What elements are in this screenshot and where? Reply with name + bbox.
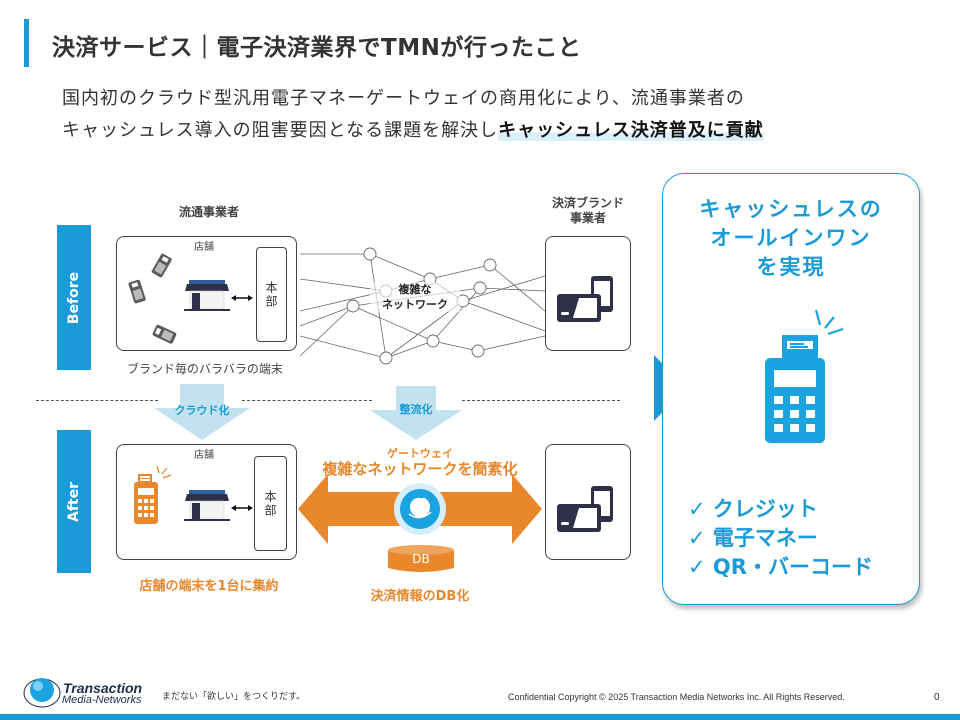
- lead-text-line1: 国内初のクラウド型汎用電子マネーゲートウェイの商用化により、流通事業者の: [62, 88, 745, 109]
- gateway-subtitle: 複雑なネットワークを簡素化: [322, 460, 518, 478]
- database-icon: [388, 545, 454, 572]
- bidirectional-arrow-icon: [231, 505, 253, 511]
- after-hq-box: 本部: [254, 456, 287, 551]
- card-and-phone-icon: [557, 486, 613, 532]
- after-store-label: 店舗: [194, 450, 214, 461]
- brand-label: 決済ブランド 事業者: [540, 196, 636, 226]
- feature-item-emoney: ✓ 電子マネー: [688, 526, 818, 550]
- after-shop-icon: [184, 490, 253, 521]
- title-accent-bar: [24, 19, 29, 67]
- card-title-line3: を実現: [756, 255, 826, 279]
- network-label: 複雑な ネットワーク: [370, 282, 460, 312]
- card-title-line1: キャッシュレスの: [699, 197, 883, 221]
- before-hq-label: 本部: [264, 280, 278, 309]
- database-label: DB: [412, 552, 430, 566]
- page-title: 決済サービス｜電子決済業界でTMNが行ったこと: [52, 35, 582, 61]
- lead-text-line2: キャッシュレス導入の阻害要因となる課題を解決しキャッシュレス決済普及に貢献: [62, 116, 764, 142]
- before-tag-label: Before: [66, 271, 82, 324]
- before-hq-box: 本部: [256, 247, 287, 342]
- check-icon: ✓: [688, 497, 706, 521]
- network-node: [471, 344, 485, 358]
- network-node: [379, 351, 393, 365]
- bidirectional-arrow-icon: [231, 295, 253, 301]
- before-caption: ブランド毎のバラバラの端末: [127, 362, 283, 376]
- feature-item-qr: ✓ QR・バーコード: [688, 555, 873, 579]
- cloud-arrow-label: クラウド化: [174, 404, 230, 417]
- logo-text-line2: Media-Networks: [62, 694, 142, 706]
- logo-text-line1: Transaction: [63, 680, 143, 696]
- db-caption: 決済情報のDB化: [370, 589, 470, 604]
- network-label-line1: 複雑な: [398, 283, 432, 296]
- page-number: 0: [934, 692, 940, 703]
- brand-label-line1: 決済ブランド: [551, 196, 624, 210]
- divider-line: [462, 400, 620, 401]
- cloud-arrow: [154, 384, 250, 440]
- divider-line: [36, 400, 158, 401]
- gateway-title: ゲートウェイ: [387, 447, 453, 460]
- streamline-arrow-label: 整流化: [399, 403, 433, 416]
- before-store-label: 店舗: [194, 242, 214, 253]
- company-tagline: まだない「欲しい」をつくりだす。: [162, 692, 306, 702]
- scattered-terminals-icon: [128, 253, 177, 344]
- terminal-icon-2: [128, 279, 146, 304]
- streamline-arrow: [370, 386, 462, 440]
- copyright-text: Confidential Copyright © 2025 Transactio…: [508, 692, 845, 702]
- divider-line: [242, 400, 372, 401]
- feature-item-credit: ✓ クレジット: [688, 497, 818, 521]
- terminal-icon-1: [151, 253, 172, 278]
- network-node: [363, 247, 377, 261]
- before-shop-icon: [184, 280, 253, 311]
- network-node: [483, 258, 497, 272]
- card-and-phone-icon: [557, 276, 613, 322]
- blue-terminal-icon: [765, 309, 844, 443]
- network-node: [473, 281, 487, 295]
- footer-accent-bar: [0, 714, 960, 720]
- card-title-line2: オールインワン: [710, 226, 872, 250]
- lead-text-prefix: キャッシュレス導入の阻害要因となる課題を解決し: [62, 120, 499, 141]
- after-tag-label: After: [66, 481, 82, 522]
- retailer-label: 流通事業者: [178, 205, 239, 219]
- network-node: [426, 334, 440, 348]
- terminal-icon-3: [152, 324, 177, 344]
- result-card-title: キャッシュレスの オールインワン を実現: [662, 195, 920, 282]
- after-tag: After: [57, 430, 91, 573]
- after-caption: 店舗の端末を1台に集約: [139, 579, 279, 594]
- company-logo-icon: [23, 678, 61, 708]
- orange-terminal-icon: [134, 465, 172, 524]
- brand-label-line2: 事業者: [569, 211, 606, 225]
- network-label-line2: ネットワーク: [382, 298, 448, 311]
- check-icon: ✓: [688, 555, 706, 579]
- before-brand-box: [545, 236, 631, 351]
- after-hq-label: 本部: [263, 489, 277, 518]
- before-tag: Before: [57, 225, 91, 370]
- check-icon: ✓: [688, 526, 706, 550]
- gateway-globe-icon: [394, 483, 446, 535]
- lead-text-highlight: キャッシュレス決済普及に貢献: [498, 120, 764, 141]
- after-brand-box: [545, 444, 631, 560]
- network-node: [346, 299, 360, 313]
